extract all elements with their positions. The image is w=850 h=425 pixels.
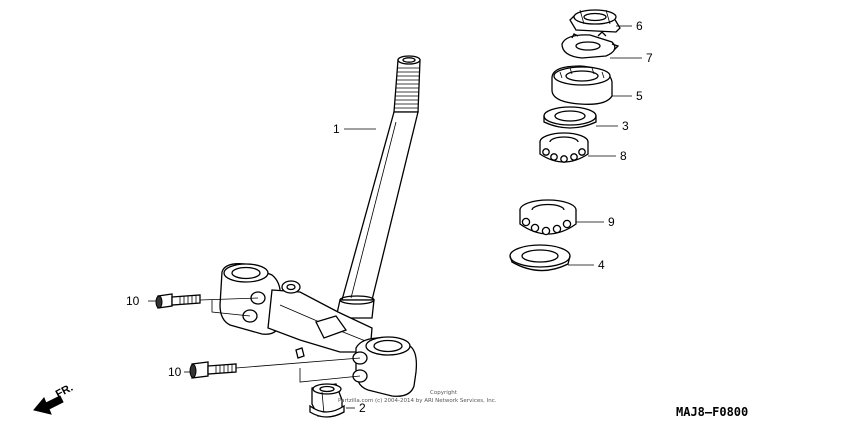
part-label-1[interactable]: 1: [333, 122, 340, 136]
part-label-10-upper[interactable]: 10: [126, 294, 140, 308]
pinch-bolt-upper-drawing[interactable]: [155, 293, 201, 309]
upper-bearing-drawing[interactable]: [539, 132, 589, 163]
part-label-5[interactable]: 5: [636, 89, 643, 103]
leader-lines: [148, 25, 642, 409]
copyright-line-2: Partzilla.com (c) 2004-2014 by ARI Netwo…: [338, 398, 497, 404]
stem-nut-drawing[interactable]: [309, 383, 345, 418]
part-label-7[interactable]: 7: [646, 51, 653, 65]
steering-stem-drawing[interactable]: [335, 55, 421, 319]
part-label-10-lower[interactable]: 10: [168, 365, 182, 379]
pinch-bolt-lower-drawing[interactable]: [189, 361, 237, 379]
part-label-2[interactable]: 2: [359, 401, 366, 415]
part-label-6[interactable]: 6: [636, 19, 643, 33]
lock-washer-drawing[interactable]: [561, 31, 620, 59]
diagram-code: MAJ8—F0800: [676, 405, 748, 419]
front-direction-indicator: FR.: [33, 382, 75, 415]
part-label-8[interactable]: 8: [620, 149, 627, 163]
lock-nut-drawing[interactable]: [569, 9, 621, 33]
dust-seal-lower-drawing[interactable]: [509, 244, 571, 272]
front-arrow-icon: [33, 395, 64, 415]
part-label-4[interactable]: 4: [598, 258, 605, 272]
dust-seal-upper-drawing[interactable]: [543, 106, 597, 129]
copyright-line-1: Copyright: [430, 390, 458, 396]
bottom-bridge-drawing: [219, 263, 418, 397]
lower-bearing-drawing[interactable]: [519, 199, 577, 236]
bearing-adjust-nut-drawing[interactable]: [551, 65, 613, 105]
part-label-9[interactable]: 9: [608, 215, 615, 229]
part-label-3[interactable]: 3: [622, 119, 629, 133]
front-label: FR.: [54, 382, 75, 401]
